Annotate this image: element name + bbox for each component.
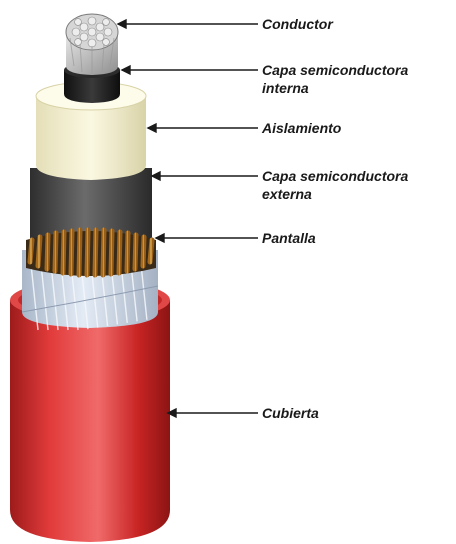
label-screen: Pantalla (262, 230, 316, 246)
arrow-screen (156, 234, 258, 242)
labels: Conductor Capa semiconductora interna Ai… (261, 16, 408, 421)
arrow-conductor (118, 20, 258, 28)
arrow-insulation (148, 124, 258, 132)
label-inner-semiconductor-line1: Capa semiconductora (262, 62, 408, 78)
arrow-outer-semiconductor (152, 172, 258, 180)
label-jacket: Cubierta (262, 405, 319, 421)
conductor-strands (66, 14, 118, 75)
label-outer-semiconductor-line1: Capa semiconductora (262, 168, 408, 184)
label-inner-semiconductor-line2: interna (262, 80, 309, 96)
label-outer-semiconductor-line2: externa (262, 186, 312, 202)
arrow-jacket (168, 409, 258, 417)
screen-wires (26, 230, 156, 276)
label-insulation: Aislamiento (261, 120, 342, 136)
cable-illustration (10, 14, 170, 542)
label-conductor: Conductor (262, 16, 334, 32)
arrow-inner-semiconductor (122, 66, 258, 74)
